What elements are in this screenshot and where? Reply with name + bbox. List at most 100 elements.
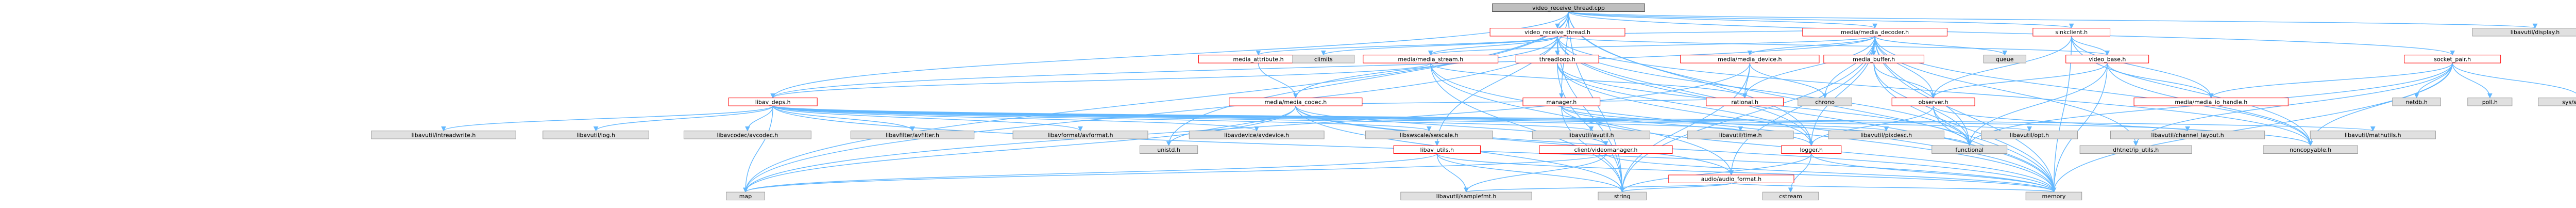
edge-media_buffer_h-to-observer_h bbox=[1873, 63, 1936, 99]
node-vrt-h[interactable]: video_receive_thread.h bbox=[1489, 28, 1625, 37]
node-media-attribute-h[interactable]: media_attribute.h bbox=[1198, 55, 1318, 63]
edge-socket_pair_h-to-sys_socket_h bbox=[2452, 62, 2576, 94]
node-lav-chlayout: libavutil/channel_layout.h bbox=[2110, 131, 2265, 139]
node-box bbox=[1292, 55, 1355, 63]
node-label: media_attribute.h bbox=[1233, 56, 1283, 62]
node-label: libswscale/swscale.h bbox=[1400, 132, 1458, 138]
node-lavf-avformat: libavformat/avformat.h bbox=[1012, 131, 1148, 139]
node-media-codec-h[interactable]: media/media_codec.h bbox=[1229, 98, 1363, 106]
edge-media_decoder_h-to-string bbox=[1619, 36, 1875, 193]
node-observer-h[interactable]: observer.h bbox=[1891, 98, 1975, 106]
edge-media_codec_h-to-clientvideomanager_h bbox=[1295, 105, 1608, 147]
node-threadloop-h[interactable]: threadloop.h bbox=[1515, 55, 1599, 63]
node-audio-format-h[interactable]: audio/audio_format.h bbox=[1668, 174, 1794, 183]
edge-media_decoder_h-to-chrono bbox=[1822, 36, 1875, 99]
node-label: manager.h bbox=[1546, 99, 1577, 105]
node-box bbox=[543, 131, 649, 139]
node-box bbox=[1706, 98, 1784, 106]
node-label: memory bbox=[2042, 193, 2065, 200]
edge-video_base_h-to-functional bbox=[1967, 63, 2108, 147]
node-label: dhtnet/ip_utils.h bbox=[2113, 147, 2159, 153]
edge-libav_utils_h-to-map bbox=[743, 153, 1437, 193]
node-label: cstream bbox=[1779, 193, 1802, 200]
node-label: observer.h bbox=[1919, 99, 1948, 105]
node-lav-pixdesc: libavutil/pixdesc.h bbox=[1828, 131, 1944, 139]
node-media-device-h[interactable]: media/media_device.h bbox=[1680, 55, 1820, 63]
node-media-stream-h[interactable]: media/media_stream.h bbox=[1363, 55, 1499, 63]
edge-socket_pair_h-to-memory bbox=[2051, 63, 2453, 193]
edge-manager_h-to-logger_h bbox=[1561, 105, 1814, 147]
edge-libav_deps_h-to-lav_intreadwrite bbox=[441, 105, 773, 132]
node-box bbox=[2110, 131, 2265, 139]
node-box bbox=[2392, 98, 2441, 106]
node-root[interactable]: video_receive_thread.cpp bbox=[1492, 3, 1645, 12]
node-rational-h[interactable]: rational.h bbox=[1706, 98, 1784, 106]
node-logger-h[interactable]: logger.h bbox=[1781, 145, 1842, 154]
node-box bbox=[728, 98, 818, 106]
node-socket-pair-h[interactable]: socket_pair.h bbox=[2404, 55, 2501, 63]
node-media-io-handle-h[interactable]: media/media_io_handle.h bbox=[2133, 98, 2289, 106]
node-label: libavfilter/avfilter.h bbox=[886, 132, 939, 138]
edge-clientvideomanager_h-to-lav_samplefmt bbox=[1464, 153, 1606, 193]
edge-media_decoder_h-to-dhtnet_ip_utils bbox=[1874, 36, 2139, 147]
edge-media_codec_h-to-map bbox=[743, 106, 1296, 193]
node-clientvideomanager-h[interactable]: client/videomanager.h bbox=[1539, 145, 1673, 154]
node-box bbox=[1400, 191, 1532, 201]
node-cstream: cstream bbox=[1762, 191, 1819, 201]
edge-media_decoder_h-to-logger_h bbox=[1808, 36, 1875, 147]
edge-root-to-libavutil_display_h bbox=[1568, 11, 2537, 29]
node-label: string bbox=[1614, 193, 1631, 200]
node-libavutil-display-h: libavutil/display.h bbox=[2472, 28, 2576, 37]
edge-socket_pair_h-to-netdb_h bbox=[2414, 63, 2453, 99]
edge-audio_format_h-to-memory bbox=[1731, 182, 2056, 193]
node-label: libavutil/time.h bbox=[1719, 132, 1762, 138]
node-sinkclient-h[interactable]: sinkclient.h bbox=[2032, 28, 2111, 37]
node-label: threadloop.h bbox=[1539, 56, 1575, 62]
node-box bbox=[1762, 191, 1819, 201]
node-sws-swscale: libswscale/swscale.h bbox=[1365, 131, 1493, 139]
node-label: functional bbox=[1955, 147, 1984, 153]
node-label: noncopyable.h bbox=[2290, 147, 2331, 153]
node-label: media/media_codec.h bbox=[1264, 99, 1327, 105]
edge-socket_pair_h-to-media_io_handle_h bbox=[2208, 62, 2453, 99]
node-video-base-h[interactable]: video_base.h bbox=[2065, 55, 2149, 63]
node-media-decoder-h[interactable]: media/media_decoder.h bbox=[1802, 28, 1947, 37]
edge-logger_h-to-cstream bbox=[1788, 153, 1812, 193]
node-label: queue bbox=[1996, 56, 2014, 62]
node-box bbox=[1798, 98, 1852, 106]
node-box bbox=[1365, 131, 1493, 139]
node-box bbox=[1393, 145, 1481, 154]
edge-root-to-sinkclient_h bbox=[1568, 11, 2074, 29]
node-box bbox=[1012, 131, 1148, 139]
node-label: sinkclient.h bbox=[2055, 29, 2088, 36]
node-netdb-h: netdb.h bbox=[2392, 98, 2441, 106]
node-box bbox=[2032, 28, 2111, 37]
node-functional: functional bbox=[1931, 145, 2008, 154]
edge-vrt_h-to-memory bbox=[1557, 36, 2057, 193]
edge-media_stream_h-to-libav_deps_h bbox=[770, 62, 1431, 99]
edge-sinkclient_h-to-observer_h bbox=[1930, 36, 2072, 99]
node-label: libav_utils.h bbox=[1420, 147, 1454, 153]
node-label: libav_deps.h bbox=[755, 99, 791, 105]
node-media-buffer-h[interactable]: media_buffer.h bbox=[1823, 55, 1924, 63]
node-manager-h[interactable]: manager.h bbox=[1522, 98, 1601, 106]
edge-libav_deps_h-to-lav_log bbox=[593, 105, 773, 132]
node-box bbox=[2065, 55, 2149, 63]
edge-logger_h-to-string bbox=[1619, 153, 1812, 193]
node-label: libavdevice/avdevice.h bbox=[1224, 132, 1289, 138]
edge-libav_deps_h-to-lav_avutil bbox=[772, 105, 1594, 132]
dependency-nodes: video_receive_thread.cpp video_receive_th… bbox=[371, 3, 2576, 201]
edge-vrt_h-to-functional bbox=[1557, 36, 1972, 147]
edge-libav_deps_h-to-lavfi_avfilter bbox=[772, 105, 915, 132]
node-box bbox=[1680, 55, 1820, 63]
node-poll-h: poll.h bbox=[2467, 98, 2513, 106]
edge-root-to-logger_h bbox=[1568, 11, 1814, 147]
edge-audio_format_h-to-string bbox=[1620, 182, 1732, 193]
node-label: media/media_device.h bbox=[1718, 56, 1782, 62]
node-libav-utils-h[interactable]: libav_utils.h bbox=[1393, 145, 1481, 154]
edge-vrt_h-to-noncopyable_h bbox=[1557, 36, 2313, 147]
node-box bbox=[1983, 55, 2026, 63]
node-libav-deps-h[interactable]: libav_deps.h bbox=[728, 98, 818, 106]
edge-video_base_h-to-media_io_handle_h bbox=[2107, 62, 2214, 99]
